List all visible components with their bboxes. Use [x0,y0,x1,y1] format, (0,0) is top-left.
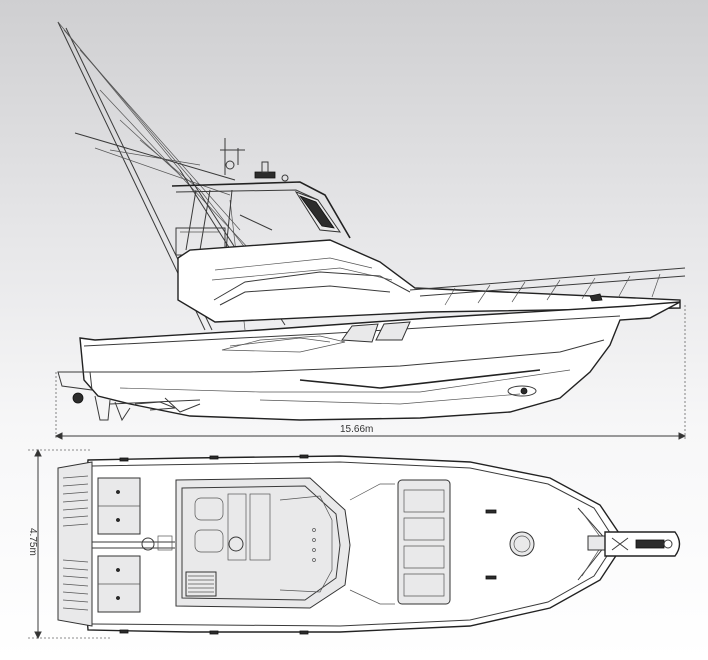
running-gear [57,371,201,422]
deck-hatch [509,531,535,557]
length-label: 15.66m [340,424,373,435]
anchor-locker [587,535,607,551]
foredeck-hatch [397,479,451,605]
deck-cleats [119,454,309,635]
plan-view [57,454,681,635]
helm-wheel-icon [228,536,244,552]
side-profile-view [57,21,686,422]
flybridge-deck [175,477,351,609]
beam-label: 4.75m [27,528,38,556]
superstructure [177,239,686,323]
beam-dimension: 4.75m [27,448,110,640]
flybridge-tower [171,138,351,256]
swim-platform [57,461,93,627]
length-dimension: 15.66m [54,305,687,440]
hull-side [79,301,681,421]
deck-outline [81,455,626,633]
